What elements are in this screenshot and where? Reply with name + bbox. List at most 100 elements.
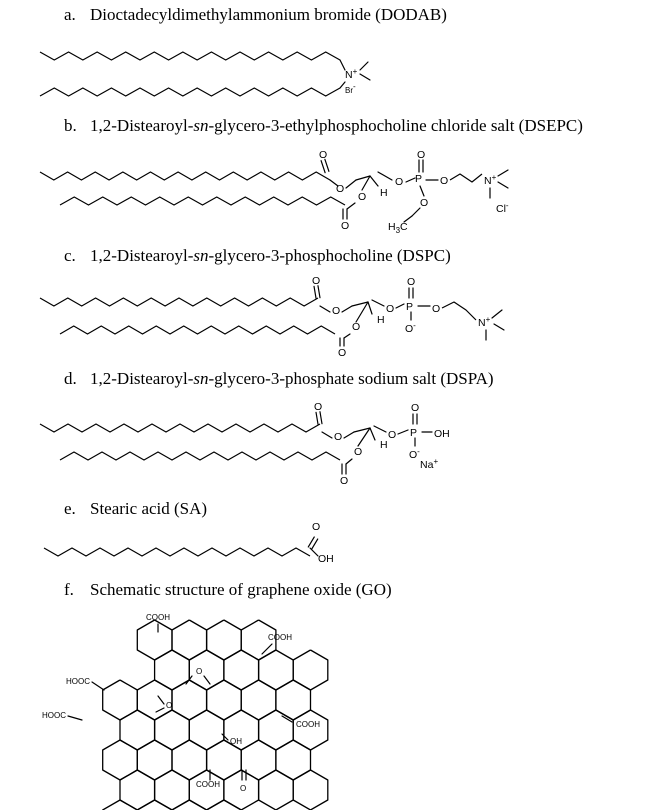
dspa-o-label: O	[314, 401, 322, 413]
dsepc-bond	[419, 185, 425, 197]
dspa-chain-2	[59, 451, 341, 461]
dspc-p-label: P	[406, 301, 413, 313]
dspc-bond	[355, 301, 369, 323]
go-hex-ring	[171, 619, 208, 661]
go-hex-ring	[153, 649, 190, 691]
dsepc-bond	[329, 179, 339, 187]
dsepc-bond	[411, 207, 421, 217]
dspc-o-label: O	[407, 276, 415, 288]
go-epoxide-o-label: O	[166, 701, 172, 710]
dspc-ethyl	[441, 301, 477, 321]
dspa-o-label: O	[340, 475, 348, 487]
caption-b: b.1,2-Distearoyl-sn-glycero-3-ethylphosp…	[64, 116, 583, 135]
go-hex-ring	[205, 679, 242, 721]
dspc-bond	[343, 333, 351, 339]
go-hex-ring	[136, 619, 173, 661]
go-hex-ring	[275, 679, 312, 721]
dspc-o-label: O	[352, 321, 360, 333]
dodab-n-plus-label: N+	[345, 67, 358, 81]
dspc-bond	[367, 301, 373, 315]
go-bond	[91, 681, 105, 691]
dsepc-bond	[345, 179, 357, 189]
dsepc-o-label: O	[417, 149, 425, 161]
dspc-o-label: O	[312, 275, 320, 287]
dspc-methyl	[493, 323, 505, 331]
dspa-o-label: O	[334, 431, 342, 443]
dspc-bond	[341, 305, 353, 313]
dspc-h-label: H	[377, 314, 385, 326]
dsepc-ethyl	[449, 173, 483, 183]
dodab-bond	[339, 59, 346, 71]
dsepc-chain-1	[39, 171, 331, 181]
go-bond	[157, 695, 165, 705]
go-hex-ring	[153, 769, 190, 810]
dsepc-o-label: O	[395, 176, 403, 188]
dspa-bond	[353, 427, 371, 433]
dspc-methyl	[491, 309, 503, 319]
go-hex-ring	[102, 679, 138, 721]
dspc-chain-2	[59, 325, 336, 335]
go-hex-ring	[292, 709, 329, 751]
go-hex-ring	[292, 649, 329, 691]
dspc-o-label: O	[432, 303, 440, 315]
dspc-o-label: O	[338, 347, 346, 359]
go-hex-ring	[223, 649, 260, 691]
dodab-bond	[339, 81, 346, 89]
dodab-chain-1	[39, 51, 341, 61]
go-hooc-label: HOOC	[42, 711, 66, 720]
dsepc-o-label: O	[336, 183, 344, 195]
dsepc-bond	[377, 171, 393, 181]
dspa-bond	[357, 427, 371, 447]
go-bond	[221, 733, 229, 741]
go-bond	[155, 707, 165, 713]
sa-o-label: O	[312, 521, 320, 533]
go-hex-ring	[205, 619, 242, 661]
go-hooc-label: HOOC	[66, 677, 90, 686]
dsepc-carbonyl	[324, 158, 330, 172]
go-hex-ring	[136, 799, 173, 810]
sa-carbonyl	[311, 538, 319, 550]
dspa-na-label: Na+	[420, 457, 438, 471]
dsepc-h3c-label: H3C	[388, 221, 408, 235]
dsepc-cl-label: Cl-	[496, 201, 509, 215]
dspa-bond	[373, 425, 387, 433]
dspc-n-plus-label: N+	[478, 315, 491, 329]
go-hex-ring	[292, 769, 329, 810]
caption-d: d.1,2-Distearoyl-sn-glycero-3-phosphate …	[64, 369, 494, 388]
dsepc-o-label: O	[341, 220, 349, 232]
go-hex-ring	[188, 649, 225, 691]
dspa-o-label: O	[411, 402, 419, 414]
dsepc-n-plus-label: N+	[484, 173, 497, 187]
go-hex-ring	[257, 709, 294, 751]
caption-c: c.1,2-Distearoyl-sn-glycero-3-phosphocho…	[64, 246, 451, 265]
dspc-o-minus-label: O-	[405, 321, 416, 335]
go-hex-ring	[136, 739, 173, 781]
dsepc-o-label: O	[420, 197, 428, 209]
dodab-br-label: Br-	[345, 82, 356, 95]
dsepc-methyl	[497, 169, 509, 177]
go-hex-ring	[102, 799, 138, 810]
go-hex-ring	[257, 769, 294, 810]
dspa-p-label: P	[410, 427, 417, 439]
go-bond	[281, 715, 293, 723]
dsepc-bond	[355, 175, 371, 181]
dspa-o-minus-label: O-	[409, 447, 420, 461]
dspc-bond	[395, 303, 405, 309]
go-hex-ring	[257, 649, 294, 691]
dsepc-carbonyl	[320, 160, 326, 174]
dspa-bond	[321, 431, 333, 439]
dspc-bond	[319, 305, 331, 313]
dsepc-bond	[361, 175, 371, 191]
go-hex-ring	[171, 739, 208, 781]
sa-bond	[309, 547, 319, 557]
dspc-carbonyl	[317, 285, 321, 299]
go-hex-ring	[136, 679, 173, 721]
go-hex-ring	[188, 709, 225, 751]
dspa-carbonyl	[319, 411, 323, 425]
go-hex-ring	[275, 739, 312, 781]
go-bond	[203, 675, 211, 685]
sa-carbonyl	[307, 536, 315, 548]
dspa-o-label: O	[388, 429, 396, 441]
go-hex-ring	[205, 739, 242, 781]
